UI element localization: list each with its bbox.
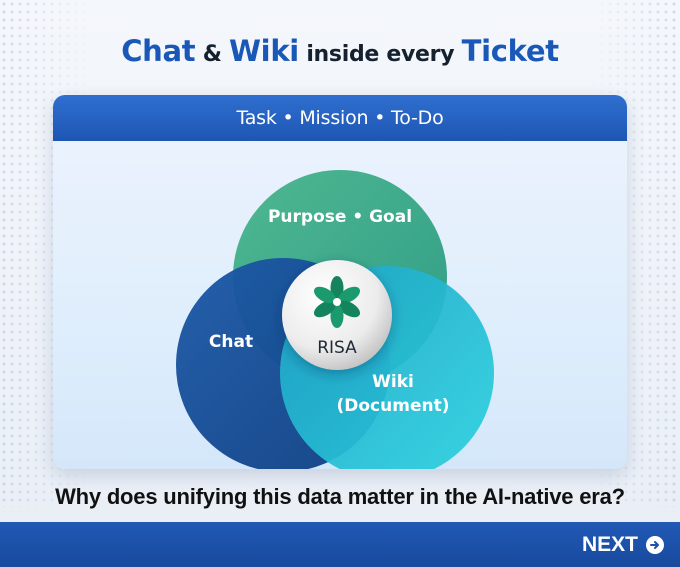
circle-wiki-label-line2: (Document) <box>337 396 450 416</box>
ticket-card: Task • Mission • To-Do <box>53 95 627 469</box>
title-ampersand: & <box>202 42 222 67</box>
title-ticket: Ticket <box>461 34 559 68</box>
question-text: Why does unifying this data matter in th… <box>55 484 625 509</box>
title-middle: inside every <box>306 42 455 67</box>
clover-leaf-icon <box>313 276 361 328</box>
title-chat: Chat <box>121 34 196 68</box>
risa-label: RISA <box>317 338 357 358</box>
next-button[interactable]: NEXT <box>582 522 664 567</box>
next-label: NEXT <box>581 532 638 556</box>
page-title: Chat & Wiki inside every Ticket <box>0 34 680 68</box>
card-body: Purpose • Goal Chat Wiki (Document) RISA <box>53 141 627 469</box>
title-wiki: Wiki <box>228 34 299 68</box>
card-header: Task • Mission • To-Do <box>53 95 627 141</box>
circle-wiki-label-line1: Wiki <box>372 372 414 392</box>
footer-bar: NEXT <box>0 522 680 567</box>
circle-chat-label: Chat <box>209 332 253 352</box>
risa-badge: RISA <box>282 260 392 370</box>
venn-diagram: Purpose • Goal Chat Wiki (Document) RISA <box>176 170 494 469</box>
arrow-right-circle-icon <box>646 535 664 554</box>
circle-purpose-label: Purpose • Goal <box>268 207 412 227</box>
